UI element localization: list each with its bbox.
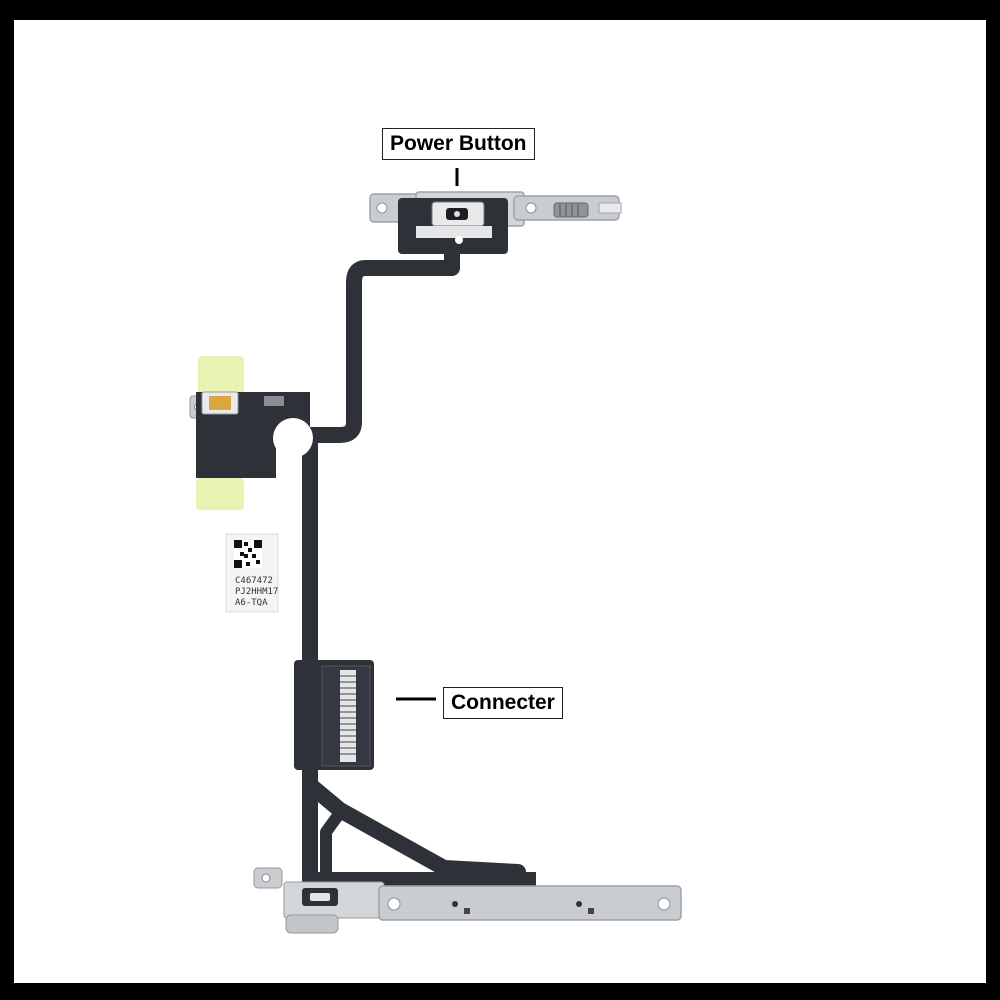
sticker-line-3: A6-TQA <box>235 598 268 608</box>
barcode-sticker: C467472 PJ2HHM17 A6-TQA <box>225 533 279 613</box>
flex-cable-main <box>302 250 536 888</box>
sticker-line-1: C467472 <box>235 576 273 586</box>
qr-code-icon <box>234 540 262 568</box>
vibrator-spring-contact <box>553 202 589 218</box>
flex-cable-branch-left <box>320 806 347 900</box>
microphone-flex-block <box>196 391 313 478</box>
power-button-label: Power Button <box>382 128 535 160</box>
bottom-left-bracket <box>253 867 385 934</box>
bottom-volume-bracket <box>378 885 682 921</box>
product-image-canvas: C467472 PJ2HHM17 A6-TQA <box>14 20 986 983</box>
adhesive-tab-bottom <box>196 478 244 510</box>
flex-cable-diagram: C467472 PJ2HHM17 A6-TQA <box>189 168 682 934</box>
power-button-switch <box>398 198 508 254</box>
flex-cable-branch-lower <box>302 765 526 886</box>
board-connector <box>321 665 371 767</box>
sticker-line-2: PJ2HHM17 <box>235 587 278 597</box>
connector-label: Connecter <box>443 687 563 719</box>
adhesive-tab-top <box>198 356 244 396</box>
